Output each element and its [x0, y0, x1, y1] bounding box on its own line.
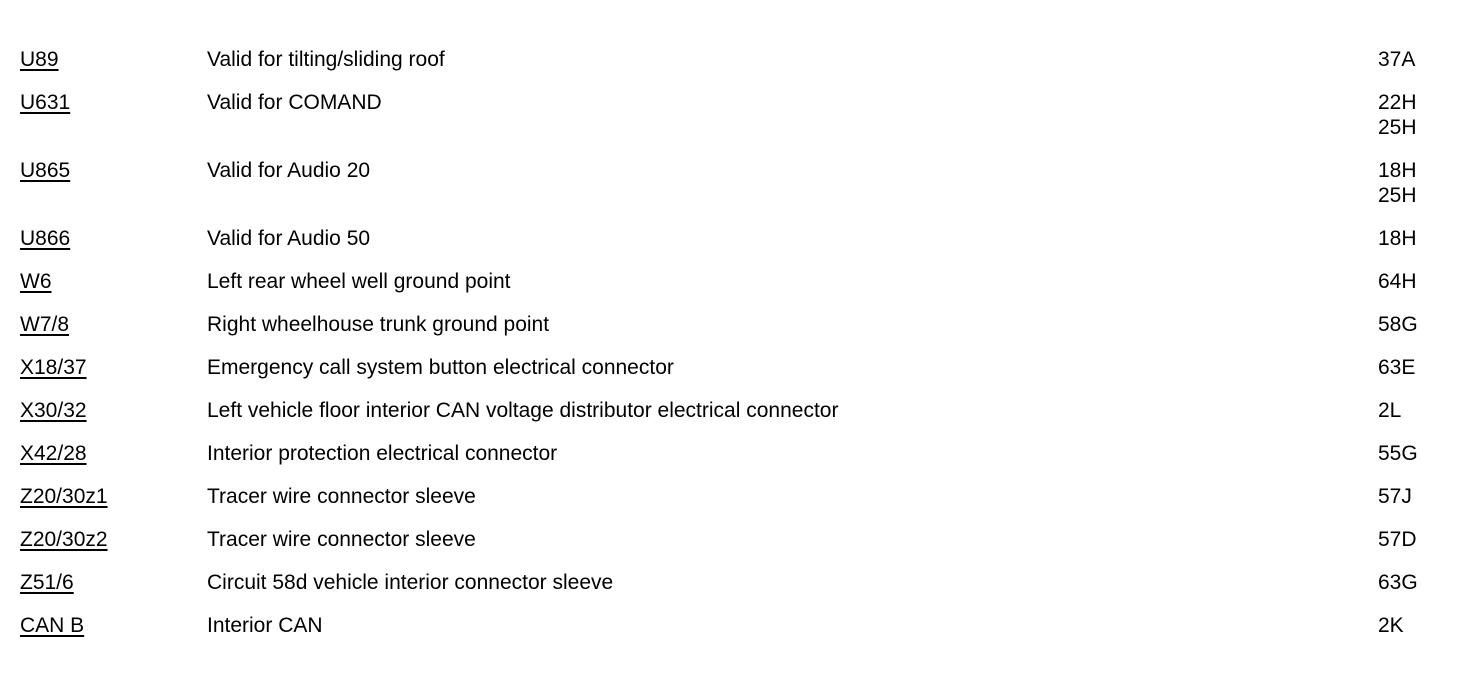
- table-row: W6 Left rear wheel well ground point 64H: [20, 269, 1472, 294]
- component-code-link[interactable]: U89: [20, 48, 59, 71]
- component-code-cell: Z51/6: [20, 570, 207, 595]
- table-row: Z51/6 Circuit 58d vehicle interior conne…: [20, 570, 1472, 595]
- table-row: X42/28 Interior protection electrical co…: [20, 441, 1472, 466]
- component-code-cell: W7/8: [20, 312, 207, 337]
- component-code-link[interactable]: X18/37: [20, 356, 87, 379]
- component-code-cell: Z20/30z1: [20, 484, 207, 509]
- component-description: Tracer wire connector sleeve: [207, 528, 476, 551]
- grid-location-line: 64H: [1378, 270, 1417, 293]
- component-description: Emergency call system button electrical …: [207, 356, 674, 379]
- grid-location-line: 25H: [1378, 184, 1417, 207]
- component-description: Interior protection electrical connector: [207, 442, 558, 465]
- component-description: Valid for Audio 20: [207, 159, 371, 182]
- component-code-link[interactable]: Z51/6: [20, 571, 74, 594]
- grid-location-line: 37A: [1378, 48, 1416, 71]
- grid-location: 64H: [1378, 269, 1472, 294]
- component-description: Right wheelhouse trunk ground point: [207, 313, 550, 336]
- grid-location: 57D: [1378, 527, 1472, 552]
- table-row: U866 Valid for Audio 50 18H: [20, 226, 1472, 251]
- component-code-link[interactable]: W7/8: [20, 313, 70, 336]
- table-row: X18/37 Emergency call system button elec…: [20, 355, 1472, 380]
- component-description: Circuit 58d vehicle interior connector s…: [207, 571, 614, 594]
- component-legend-table: U89 Valid for tilting/sliding roof 37A U…: [20, 47, 1472, 638]
- component-description: Valid for Audio 50: [207, 227, 371, 250]
- component-description: Valid for tilting/sliding roof: [207, 48, 445, 71]
- grid-location-line: 18H: [1378, 159, 1417, 182]
- grid-location: 57J: [1378, 484, 1472, 509]
- grid-location: 55G: [1378, 441, 1472, 466]
- component-description: Left rear wheel well ground point: [207, 270, 511, 293]
- grid-location-line: 57D: [1378, 528, 1417, 551]
- table-row: Z20/30z2 Tracer wire connector sleeve 57…: [20, 527, 1472, 552]
- grid-location-line: 2K: [1378, 614, 1404, 637]
- component-code-link[interactable]: Z20/30z2: [20, 528, 108, 551]
- component-code-cell: W6: [20, 269, 207, 294]
- grid-location: 2L: [1378, 398, 1472, 423]
- component-code-link[interactable]: U865: [20, 159, 71, 182]
- table-row: U89 Valid for tilting/sliding roof 37A: [20, 47, 1472, 72]
- grid-location: 63G: [1378, 570, 1472, 595]
- table-row: X30/32 Left vehicle floor interior CAN v…: [20, 398, 1472, 423]
- component-code-cell: U89: [20, 47, 207, 72]
- component-code-cell: CAN B: [20, 613, 207, 638]
- component-code-cell: Z20/30z2: [20, 527, 207, 552]
- component-code-cell: U865: [20, 158, 207, 183]
- grid-location: 2K: [1378, 613, 1472, 638]
- grid-location: 63E: [1378, 355, 1472, 380]
- component-code-cell: U866: [20, 226, 207, 251]
- grid-location-line: 58G: [1378, 313, 1418, 336]
- grid-location: 18H: [1378, 226, 1472, 251]
- grid-location-line: 25H: [1378, 116, 1417, 139]
- component-code-link[interactable]: U866: [20, 227, 71, 250]
- component-code-link[interactable]: CAN B: [20, 614, 85, 637]
- component-code-link[interactable]: Z20/30z1: [20, 485, 108, 508]
- grid-location-line: 57J: [1378, 485, 1412, 508]
- component-code-link[interactable]: X42/28: [20, 442, 87, 465]
- component-description: Interior CAN: [207, 614, 323, 637]
- component-code-cell: X18/37: [20, 355, 207, 380]
- table-row: Z20/30z1 Tracer wire connector sleeve 57…: [20, 484, 1472, 509]
- component-code-link[interactable]: X30/32: [20, 399, 87, 422]
- grid-location-line: 63G: [1378, 571, 1418, 594]
- grid-location-line: 22H: [1378, 91, 1417, 114]
- component-code-link[interactable]: U631: [20, 91, 71, 114]
- table-row: W7/8 Right wheelhouse trunk ground point…: [20, 312, 1472, 337]
- component-code-link[interactable]: W6: [20, 270, 52, 293]
- grid-location-line: 2L: [1378, 399, 1402, 422]
- component-code-cell: U631: [20, 90, 207, 115]
- grid-location: 58G: [1378, 312, 1472, 337]
- component-description: Left vehicle floor interior CAN voltage …: [207, 399, 839, 422]
- component-code-cell: X30/32: [20, 398, 207, 423]
- grid-location-line: 63E: [1378, 356, 1416, 379]
- grid-location-line: 18H: [1378, 227, 1417, 250]
- grid-location-line: 55G: [1378, 442, 1418, 465]
- table-row: CAN B Interior CAN 2K: [20, 613, 1472, 638]
- component-description: Tracer wire connector sleeve: [207, 485, 476, 508]
- component-description: Valid for COMAND: [207, 91, 382, 114]
- component-code-cell: X42/28: [20, 441, 207, 466]
- grid-location: 37A: [1378, 47, 1472, 72]
